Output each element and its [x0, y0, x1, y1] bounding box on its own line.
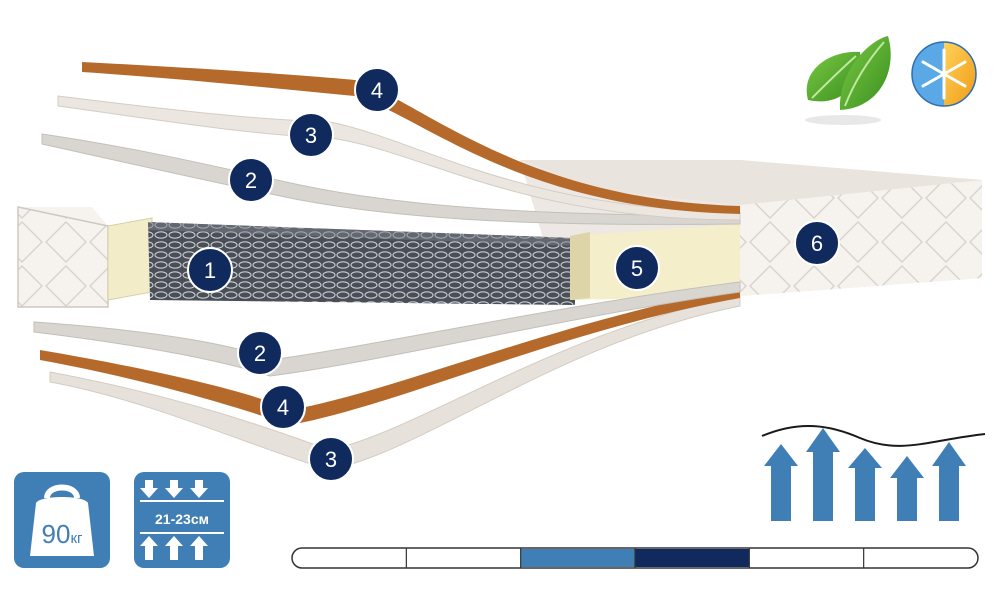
- weight-icon: 90кг: [14, 472, 110, 568]
- badge-top-felt: 3: [289, 113, 333, 157]
- support-arrow: [848, 448, 882, 521]
- badge-bottom-felt: 3: [309, 437, 353, 481]
- svg-text:2: 2: [254, 341, 266, 366]
- leaf-icon: [805, 36, 891, 125]
- firmness-scale-filled-segment: [635, 549, 749, 567]
- svg-text:1: 1: [204, 258, 216, 283]
- firmness-scale: [292, 548, 978, 568]
- svg-text:21-23см: 21-23см: [155, 511, 209, 527]
- svg-text:3: 3: [305, 123, 317, 148]
- svg-text:4: 4: [277, 395, 289, 420]
- svg-text:3: 3: [325, 447, 337, 472]
- firmness-scale-filled-segment: [521, 549, 635, 567]
- badge-bottom-coir: 4: [261, 385, 305, 429]
- svg-text:2: 2: [245, 168, 257, 193]
- all-season-icon: [912, 42, 976, 106]
- svg-text:4: 4: [371, 78, 383, 103]
- height-icon: 21-23см: [134, 472, 230, 568]
- support-arrow: [932, 442, 966, 521]
- badge-foam-perimeter: 5: [615, 246, 659, 290]
- foam-block-left: [108, 218, 152, 300]
- support-arrow: [764, 444, 798, 521]
- badge-bottom-gray: 2: [238, 331, 282, 375]
- badge-top-coir: 4: [355, 68, 399, 112]
- support-arrow: [806, 428, 840, 521]
- svg-text:5: 5: [631, 256, 643, 281]
- support-arrows: [762, 426, 985, 521]
- badge-top-gray: 2: [229, 158, 273, 202]
- svg-text:6: 6: [811, 231, 823, 256]
- mattress-cover-left: [18, 207, 108, 307]
- badge-spring-block: 1: [188, 248, 232, 292]
- badge-cover: 6: [795, 221, 839, 265]
- support-arrow: [890, 456, 924, 521]
